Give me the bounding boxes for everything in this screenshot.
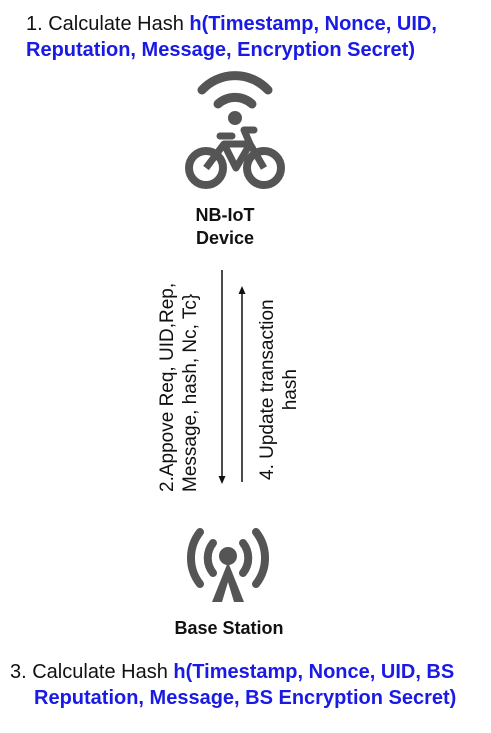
step1-formula-part2: Reputation, Message, Encryption Secret): [26, 39, 415, 61]
radio-tower-icon: [187, 528, 269, 602]
step2-line2: Message, hash, Nc, Tc}: [180, 293, 201, 492]
step4-text: 4. Update transaction hash: [256, 299, 302, 480]
step2-line1: 2.Appove Req, UID,Rep,: [157, 282, 178, 492]
device-label: NB-IoT Device: [125, 204, 325, 250]
step1-line1: 1. Calculate Hash h(Timestamp, Nonce, UI…: [26, 12, 437, 36]
step1-formula-part1: h(Timestamp, Nonce, UID,: [189, 13, 437, 35]
step1-prefix: 1. Calculate Hash: [26, 13, 190, 35]
step2-text: 2.Appove Req, UID,Rep, Message, hash, Nc…: [156, 283, 202, 492]
device-label-line1: NB-IoT: [195, 205, 255, 225]
step3-formula-part2: Reputation, Message, BS Encryption Secre…: [34, 687, 457, 709]
bike-with-wifi-icon: [185, 71, 285, 189]
step3-prefix: 3. Calculate Hash: [10, 661, 174, 683]
step4-line2: hash: [280, 369, 301, 411]
step3-formula-part1: h(Timestamp, Nonce, UID, BS: [173, 661, 455, 683]
device-label-line2: Device: [195, 228, 255, 248]
step3-line1: 3. Calculate Hash h(Timestamp, Nonce, UI…: [10, 660, 454, 684]
down-arrow: [218, 270, 226, 484]
up-arrow: [238, 286, 246, 482]
base-station-label: Base Station: [174, 618, 284, 638]
step4-line1: 4. Update transaction: [257, 299, 278, 480]
